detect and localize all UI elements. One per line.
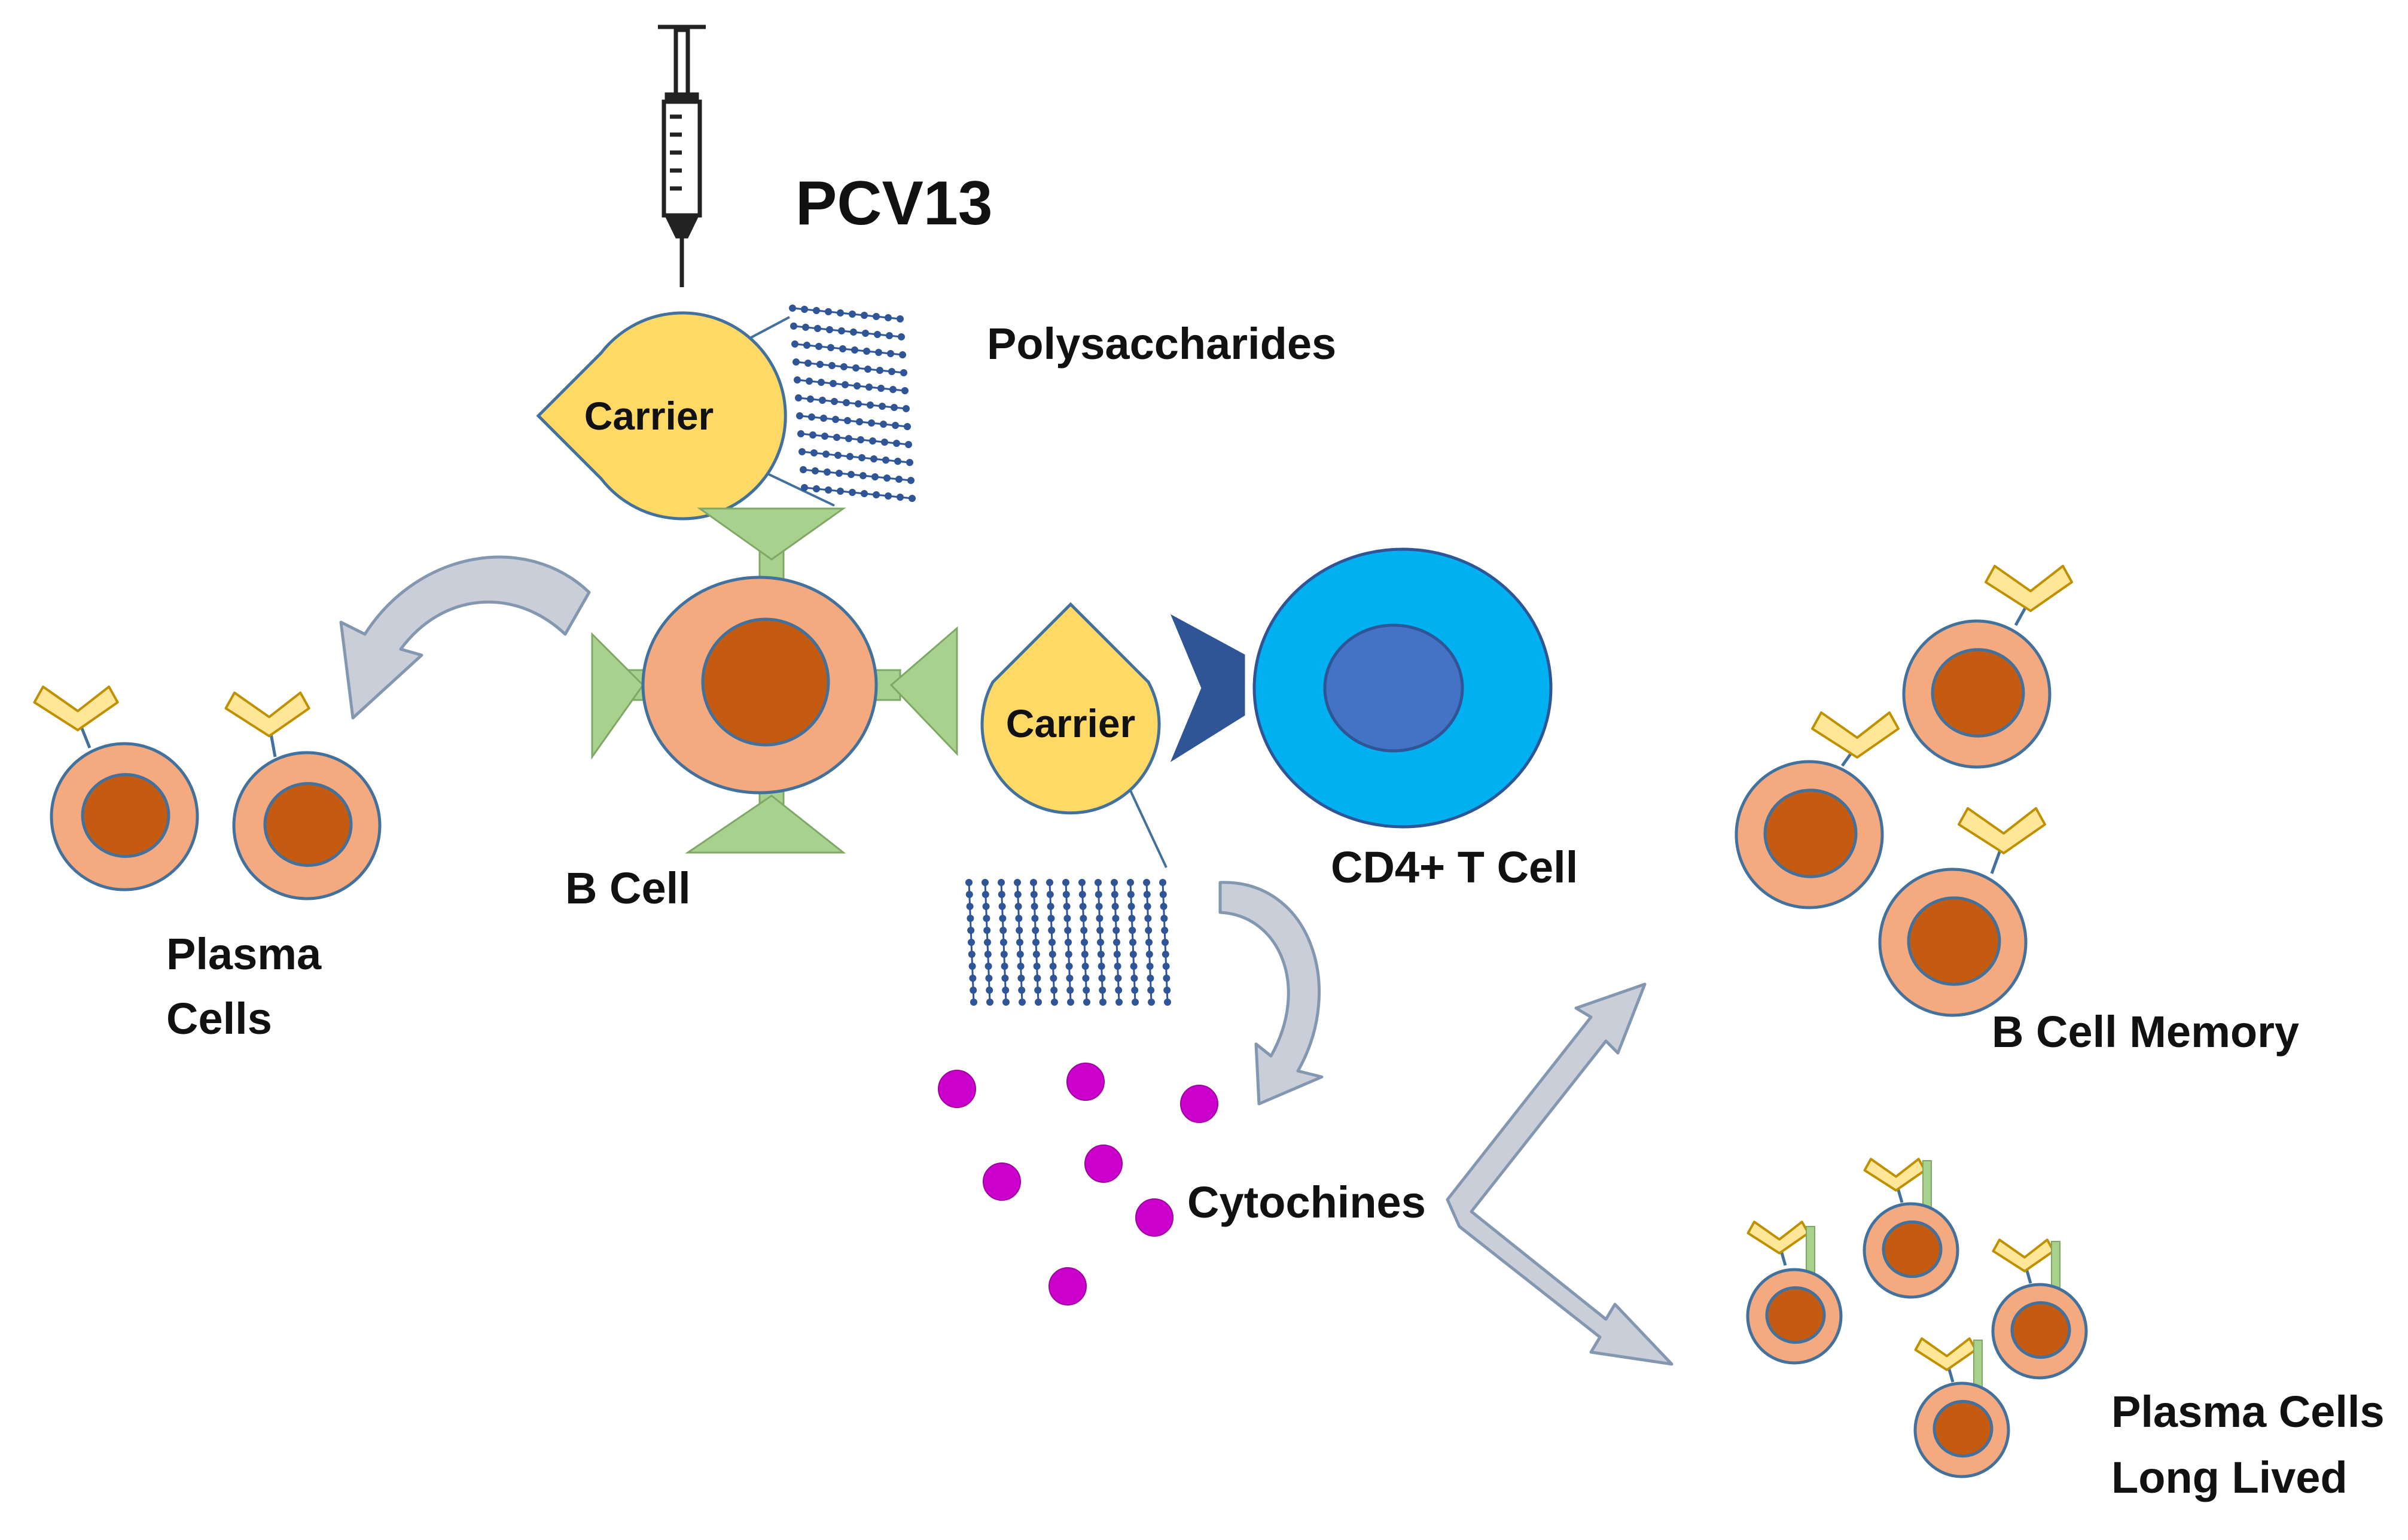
receptor-icon — [2051, 1241, 2060, 1293]
b-cell-label: B Cell — [565, 863, 691, 913]
polysaccharide-strand — [965, 879, 977, 1006]
polysaccharide-strand — [1014, 879, 1026, 1006]
long-lived-plasma-cell — [1991, 1238, 2088, 1380]
long-lived-plasma-cell — [1863, 1158, 1959, 1299]
carrier-middle: Carrier — [980, 602, 1168, 868]
plasma-long-label-line1: Plasma Cells — [2111, 1387, 2385, 1436]
long-lived-plasma-cell — [1913, 1337, 2010, 1478]
polysaccharide-strand — [1111, 879, 1123, 1006]
polysaccharide-strand — [797, 430, 912, 448]
polysaccharide-chain-icon — [789, 305, 916, 502]
plasma-cell — [224, 691, 382, 900]
polysaccharide-strand — [790, 322, 905, 340]
polysaccharide-strand — [789, 305, 904, 322]
polysaccharide-strand — [1062, 879, 1074, 1006]
diverging-arrows — [1446, 982, 1674, 1366]
plasma-cell — [33, 685, 199, 891]
polysaccharide-strand — [1078, 879, 1090, 1006]
antibody-icon — [1985, 565, 2073, 626]
antibody-icon — [1746, 1221, 1810, 1266]
antibody-icon — [1992, 1238, 2055, 1284]
cytochines-label: Cytochines — [1187, 1177, 1426, 1227]
polysaccharide-strand — [791, 340, 906, 358]
cytokine-dot — [983, 1162, 1021, 1201]
polysaccharide-strand — [792, 358, 907, 376]
b-cell-memory-group — [1735, 565, 2073, 1017]
plasma-long-label-line2: Long Lived — [2111, 1453, 2348, 1502]
antibody-icon — [1811, 711, 1900, 767]
polysaccharide-strand — [1127, 879, 1139, 1006]
antibody-icon — [1958, 807, 2046, 874]
arrow-to-cytokines — [1218, 881, 1324, 1106]
cd4-t-cell-label: CD4+ T Cell — [1331, 842, 1578, 892]
memory-b-cell — [1878, 807, 2046, 1017]
polysaccharide-strand — [998, 879, 1010, 1006]
memory-b-cell — [1902, 565, 2073, 769]
carrier-middle-label: Carrier — [1006, 701, 1135, 745]
receptor-icon — [1973, 1340, 1983, 1392]
arrow-to-plasma-cells — [339, 555, 591, 720]
memory-b-cell — [1735, 711, 1900, 909]
b-cell-memory-label: B Cell Memory — [1992, 1007, 2299, 1057]
cytokine-dot — [1048, 1267, 1087, 1305]
polysaccharide-strand — [1046, 879, 1058, 1006]
cytokine-dot — [1084, 1145, 1123, 1183]
polysaccharide-strand — [801, 484, 916, 502]
syringe-icon — [658, 25, 706, 287]
polysaccharide-strand — [798, 448, 913, 466]
cytokine-dot — [1135, 1198, 1173, 1237]
plasma-cells-group — [33, 685, 382, 900]
antibody-icon — [1863, 1158, 1927, 1203]
antibody-icon — [1914, 1337, 1977, 1383]
antibody-icon — [224, 691, 310, 757]
cd4-t-cell — [1170, 547, 1553, 829]
plasma-cells-label-line1: Plasma — [166, 929, 322, 979]
polysaccharide-strand — [795, 394, 910, 412]
polysaccharides-label: Polysaccharides — [987, 319, 1336, 369]
polysaccharide-strand — [1143, 879, 1155, 1006]
cytokine-dot — [1180, 1085, 1218, 1123]
polysaccharide-strand — [982, 879, 993, 1006]
polysaccharide-strand — [1159, 879, 1171, 1006]
carrier-top-label: Carrier — [584, 394, 714, 438]
receptor-icon — [1922, 1160, 1932, 1212]
cytokine-dot — [938, 1070, 976, 1108]
pcv13-title: PCV13 — [795, 169, 993, 238]
polysaccharide-strand — [1095, 879, 1107, 1006]
polysaccharide-strand — [800, 466, 915, 484]
b-cell — [591, 507, 958, 854]
polysaccharide-strand — [1030, 879, 1042, 1006]
polysaccharide-strand — [794, 376, 909, 394]
carrier-top: Carrier — [536, 311, 835, 521]
polysaccharide-chain-icon — [965, 879, 1171, 1006]
receptor-icon — [1806, 1226, 1815, 1278]
antibody-icon — [33, 685, 119, 748]
long-lived-plasma-cell — [1746, 1221, 1843, 1365]
plasma-cells-long-lived-group — [1746, 1158, 2088, 1478]
cytokine-dots — [938, 1063, 1218, 1305]
plasma-cells-label-line2: Cells — [166, 994, 272, 1043]
cytokine-dot — [1066, 1063, 1105, 1101]
polysaccharide-strand — [796, 412, 911, 430]
